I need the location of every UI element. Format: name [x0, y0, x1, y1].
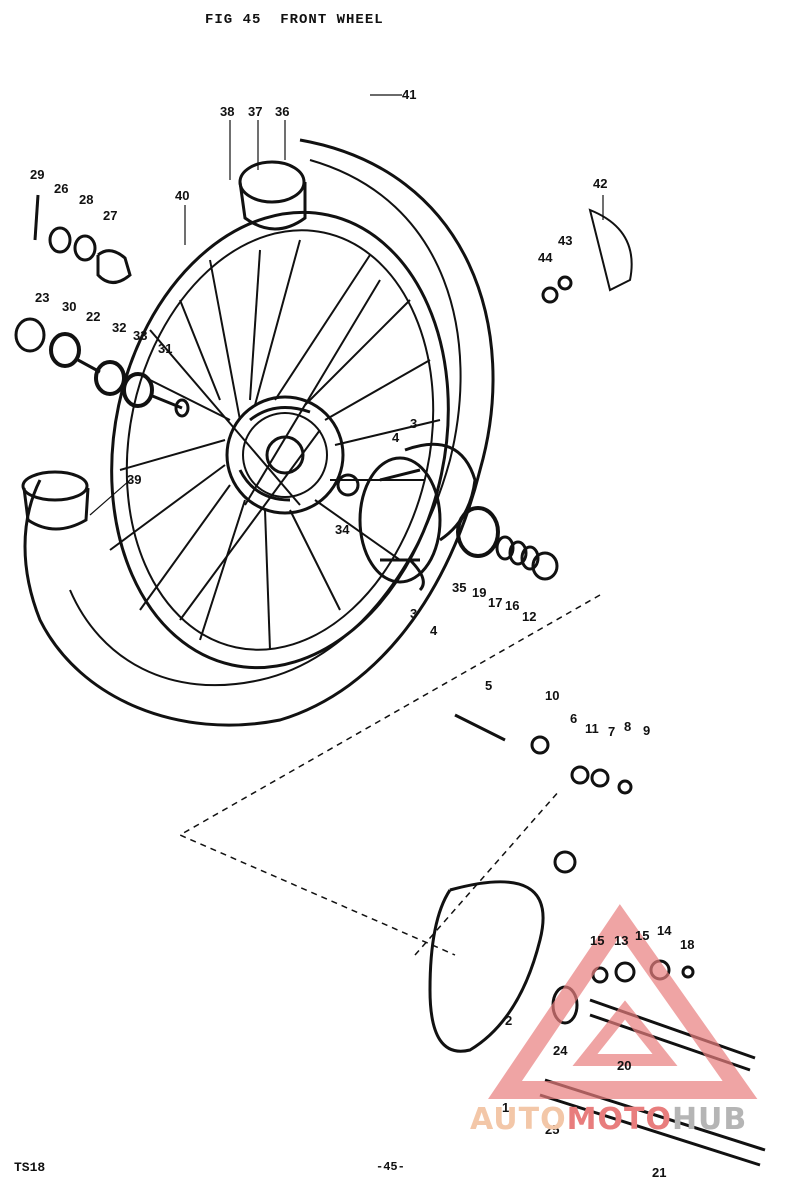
page-number: -45- [376, 1160, 405, 1174]
wheel-rim [110, 210, 450, 670]
callout-10: 10 [545, 688, 559, 703]
callout-9: 9 [643, 723, 650, 738]
callout-8: 8 [624, 719, 631, 734]
tube-end-top [238, 160, 306, 204]
spokes [109, 239, 441, 651]
axle-21 [539, 1093, 761, 1167]
callout-20: 20 [617, 1058, 631, 1073]
callout-22: 22 [86, 309, 100, 324]
callout-21: 21 [652, 1165, 666, 1180]
tube-end-bottom [21, 470, 89, 502]
callout-37: 37 [248, 104, 262, 119]
callout-38: 38 [220, 104, 234, 119]
watermark-part-1: AUTO [470, 1102, 567, 1137]
callout-12: 12 [522, 609, 536, 624]
callout-39: 39 [127, 472, 141, 487]
callout-36: 36 [275, 104, 289, 119]
callout-13: 13 [614, 933, 628, 948]
watermark-part-3: HUB [671, 1102, 748, 1137]
callout-26: 26 [54, 181, 68, 196]
callout-14: 14 [657, 923, 672, 938]
callout-33: 33 [133, 328, 147, 343]
callout-3a: 3 [410, 416, 417, 431]
callout-25: 25 [545, 1122, 559, 1137]
callout-34: 34 [335, 522, 350, 537]
callout-2: 2 [505, 1013, 512, 1028]
callout-19: 19 [472, 585, 486, 600]
callout-3b: 3 [410, 606, 417, 621]
callout-7: 7 [608, 724, 615, 739]
figure-title: FIG 45 FRONT WHEEL [205, 12, 384, 28]
callout-1: 1 [502, 1100, 509, 1115]
callout-24: 24 [553, 1043, 568, 1058]
callout-18: 18 [680, 937, 694, 952]
callout-5: 5 [485, 678, 492, 693]
nut-and-spacer [33, 194, 132, 284]
callout-31: 31 [158, 341, 172, 356]
callout-4a: 4 [392, 430, 400, 445]
watermark-logo [488, 904, 758, 1099]
model-code: TS18 [14, 1160, 46, 1175]
watermark-text: AUTOMOTOHUB [470, 1102, 747, 1137]
callout-40: 40 [175, 188, 189, 203]
bearing-35 [456, 506, 500, 558]
callout-11: 11 [585, 721, 599, 736]
callout-41: 41 [402, 87, 416, 102]
brake-panel [336, 456, 442, 584]
callout-6: 6 [570, 711, 577, 726]
callout-27: 27 [103, 208, 117, 223]
callout-29: 29 [30, 167, 44, 182]
brake-cover-plate [428, 880, 545, 1053]
callout-43: 43 [558, 233, 572, 248]
left-axle-parts [14, 317, 190, 418]
callout-32: 32 [112, 320, 126, 335]
callout-35: 35 [452, 580, 466, 595]
brake-shoes [404, 442, 477, 592]
callout-28: 28 [79, 192, 93, 207]
callout-4b: 4 [430, 623, 438, 638]
watermark-part-2: MOTO [566, 1102, 672, 1137]
callout-15b: 15 [635, 928, 649, 943]
hub [225, 395, 345, 515]
adjuster-5 [454, 713, 506, 742]
callout-30: 30 [62, 299, 76, 314]
speedometer-gear [588, 208, 633, 292]
callout-23: 23 [35, 290, 49, 305]
callout-17: 17 [488, 595, 502, 610]
callout-15a: 15 [590, 933, 604, 948]
callout-42: 42 [593, 176, 607, 191]
tire [23, 138, 495, 727]
callout-44: 44 [538, 250, 553, 265]
callout-16: 16 [505, 598, 519, 613]
